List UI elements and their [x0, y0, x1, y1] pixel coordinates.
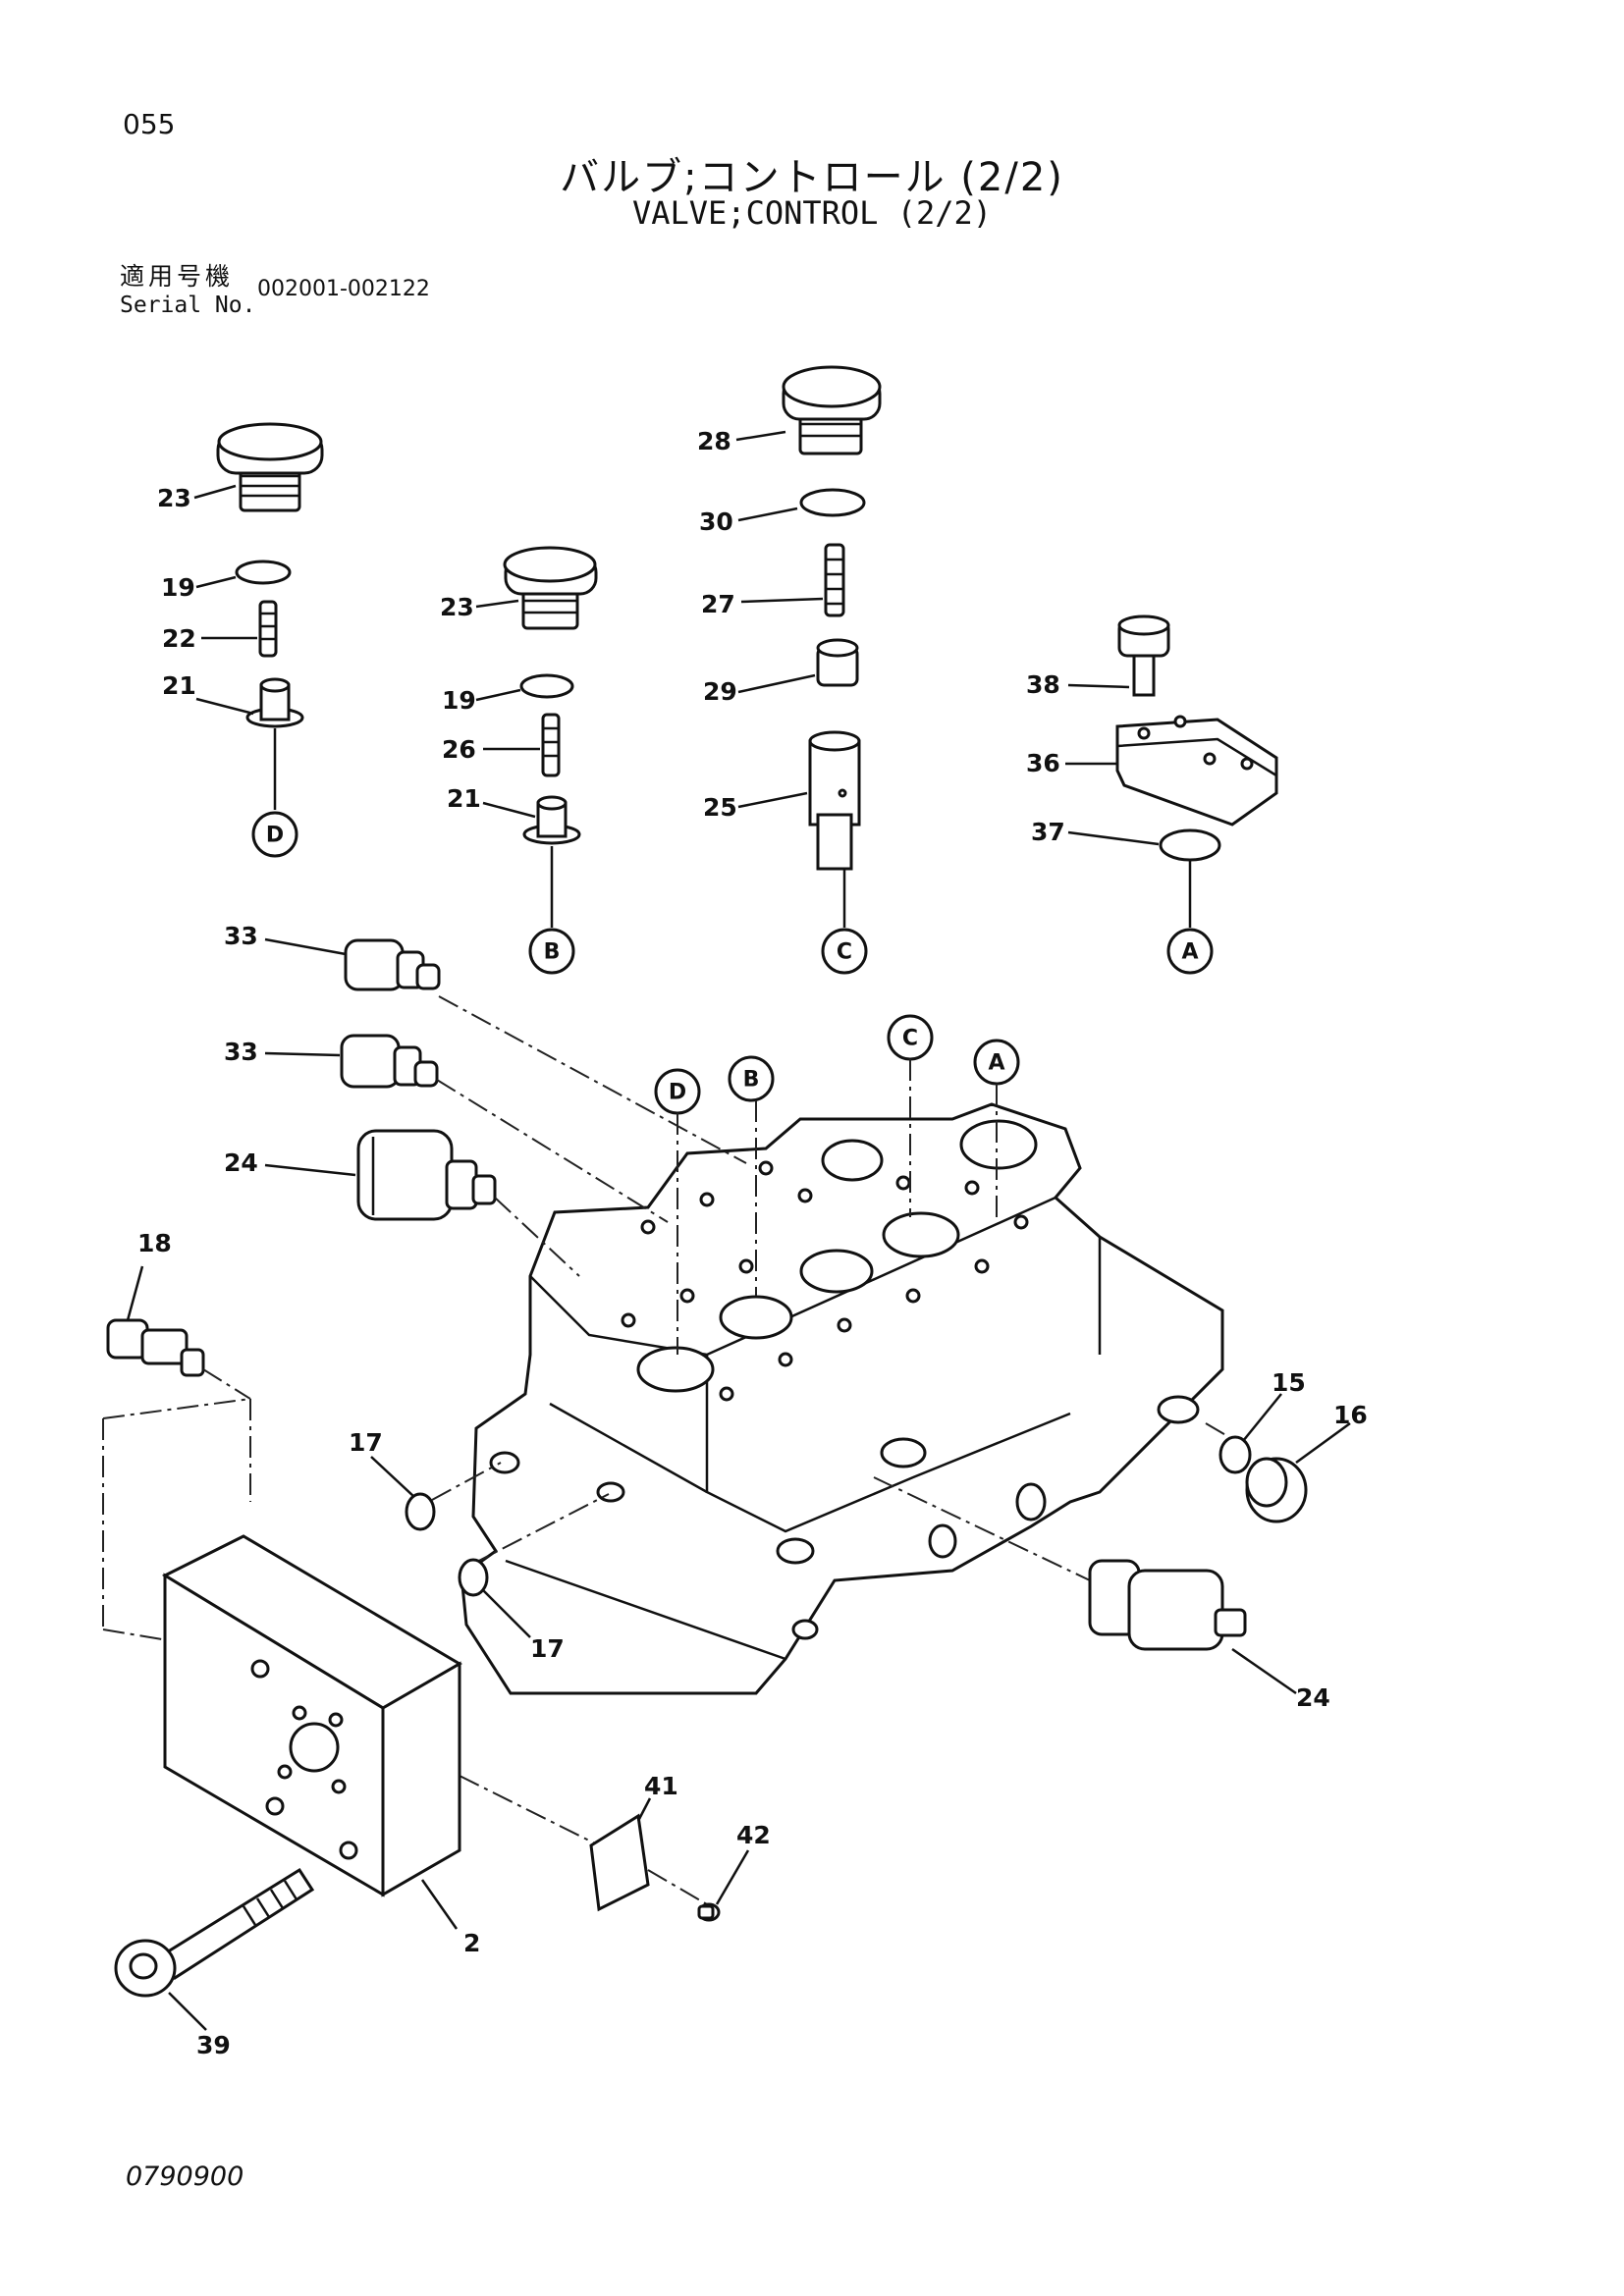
ref-letter-d-top: D: [266, 824, 284, 848]
callout-29: 29: [703, 677, 737, 706]
callout-30: 30: [699, 507, 733, 536]
part-36-cover: [1115, 715, 1278, 827]
part-37-o-ring: [1159, 828, 1221, 862]
callout-17-lower: 17: [530, 1634, 565, 1663]
callout-37: 37: [1031, 818, 1065, 846]
part-29-seat: [816, 638, 859, 687]
part-23-plug-left: [216, 422, 324, 512]
callout-25: 25: [703, 793, 737, 822]
callout-26: 26: [442, 735, 476, 764]
callout-23-left: 23: [157, 484, 191, 512]
callout-21-left: 21: [162, 671, 196, 700]
part-23-plug-middle: [503, 546, 598, 630]
callout-28: 28: [697, 427, 731, 455]
callout-42: 42: [736, 1821, 771, 1849]
part-22-spring: [258, 600, 278, 658]
part-25-sleeve: [808, 730, 861, 871]
callout-22: 22: [162, 624, 196, 653]
ref-circle-a-top: [1166, 928, 1214, 975]
ref-circle-b-top: [528, 928, 575, 975]
callout-18: 18: [137, 1229, 172, 1257]
callout-33-lower: 33: [224, 1038, 258, 1066]
part-33-valve-lower: [340, 1034, 439, 1089]
page-number: 055: [123, 108, 176, 140]
part-24-valve-right: [1088, 1559, 1247, 1651]
serial-label-japanese: 適用号機: [120, 262, 235, 291]
callout-33-upper: 33: [224, 922, 258, 950]
callout-15: 15: [1272, 1368, 1306, 1397]
callout-21-middle: 21: [447, 784, 481, 813]
part-21-poppet-middle: [522, 795, 581, 845]
part-21-poppet-left: [245, 677, 304, 728]
callout-39: 39: [196, 2031, 231, 2059]
ref-letter-c-block: C: [902, 1027, 918, 1051]
valve-body-ports: [489, 1119, 1200, 1640]
serial-label-english: Serial No.: [120, 293, 256, 318]
part-30-o-ring: [799, 488, 866, 517]
part-24-valve-left: [356, 1129, 497, 1221]
page-title-english: VALVE;CONTROL (2/2): [631, 194, 993, 232]
callout-2: 2: [463, 1929, 480, 1957]
part-28-plug: [782, 365, 882, 455]
part-17-o-ring-upper: [405, 1492, 436, 1531]
part-18-fitting: [106, 1318, 205, 1377]
part-16-plug: [1245, 1457, 1308, 1523]
callout-23-middle: 23: [440, 593, 474, 621]
part-19-o-ring-left: [235, 560, 292, 585]
ref-circle-d-top: [251, 811, 298, 858]
callout-41: 41: [644, 1772, 678, 1800]
block-assembly-dashed-lines: [102, 995, 1240, 1905]
callout-24-right: 24: [1296, 1683, 1330, 1712]
ref-letter-a-top: A: [1181, 940, 1198, 965]
ref-letter-c-top: C: [837, 940, 852, 965]
part-26-spring: [541, 713, 561, 777]
ref-letter-b-block: B: [743, 1068, 760, 1093]
valve-body-block: [460, 1102, 1224, 1695]
callout-38: 38: [1026, 670, 1060, 699]
callout-19-middle: 19: [442, 686, 476, 715]
part-15-o-ring: [1218, 1435, 1252, 1474]
ref-letter-b-top: B: [544, 940, 561, 965]
part-19-o-ring-middle: [519, 673, 574, 699]
part-2-block-plate: [161, 1534, 462, 1897]
part-41-plate: [589, 1813, 650, 1912]
callout-19-left: 19: [161, 573, 195, 602]
part-17-o-ring-lower: [458, 1558, 489, 1597]
callout-16: 16: [1333, 1401, 1368, 1429]
ref-circle-b-block: [728, 1055, 775, 1102]
page-title-japanese: バルブ;コントロール (2/2): [560, 155, 1064, 200]
part-33-valve-upper: [344, 938, 441, 991]
serial-range: 002001-002122: [257, 277, 430, 301]
part-38-screw: [1117, 614, 1170, 697]
part-42-screw: [697, 1902, 721, 1922]
callout-24-left: 24: [224, 1148, 258, 1177]
callout-17-upper: 17: [349, 1428, 383, 1457]
part-27-spring: [824, 543, 845, 617]
ref-letter-a-block: A: [988, 1051, 1004, 1076]
ref-circle-c-top: [821, 928, 868, 975]
callout-36: 36: [1026, 749, 1060, 777]
document-code: 0790900: [126, 2162, 244, 2192]
part-39-bolt: [114, 1867, 315, 1998]
callout-leader-lines: [126, 430, 1351, 2031]
callout-27: 27: [701, 590, 735, 618]
valve-body-bolt-holes: [621, 1160, 1029, 1402]
ref-letter-d-block: D: [669, 1081, 686, 1105]
